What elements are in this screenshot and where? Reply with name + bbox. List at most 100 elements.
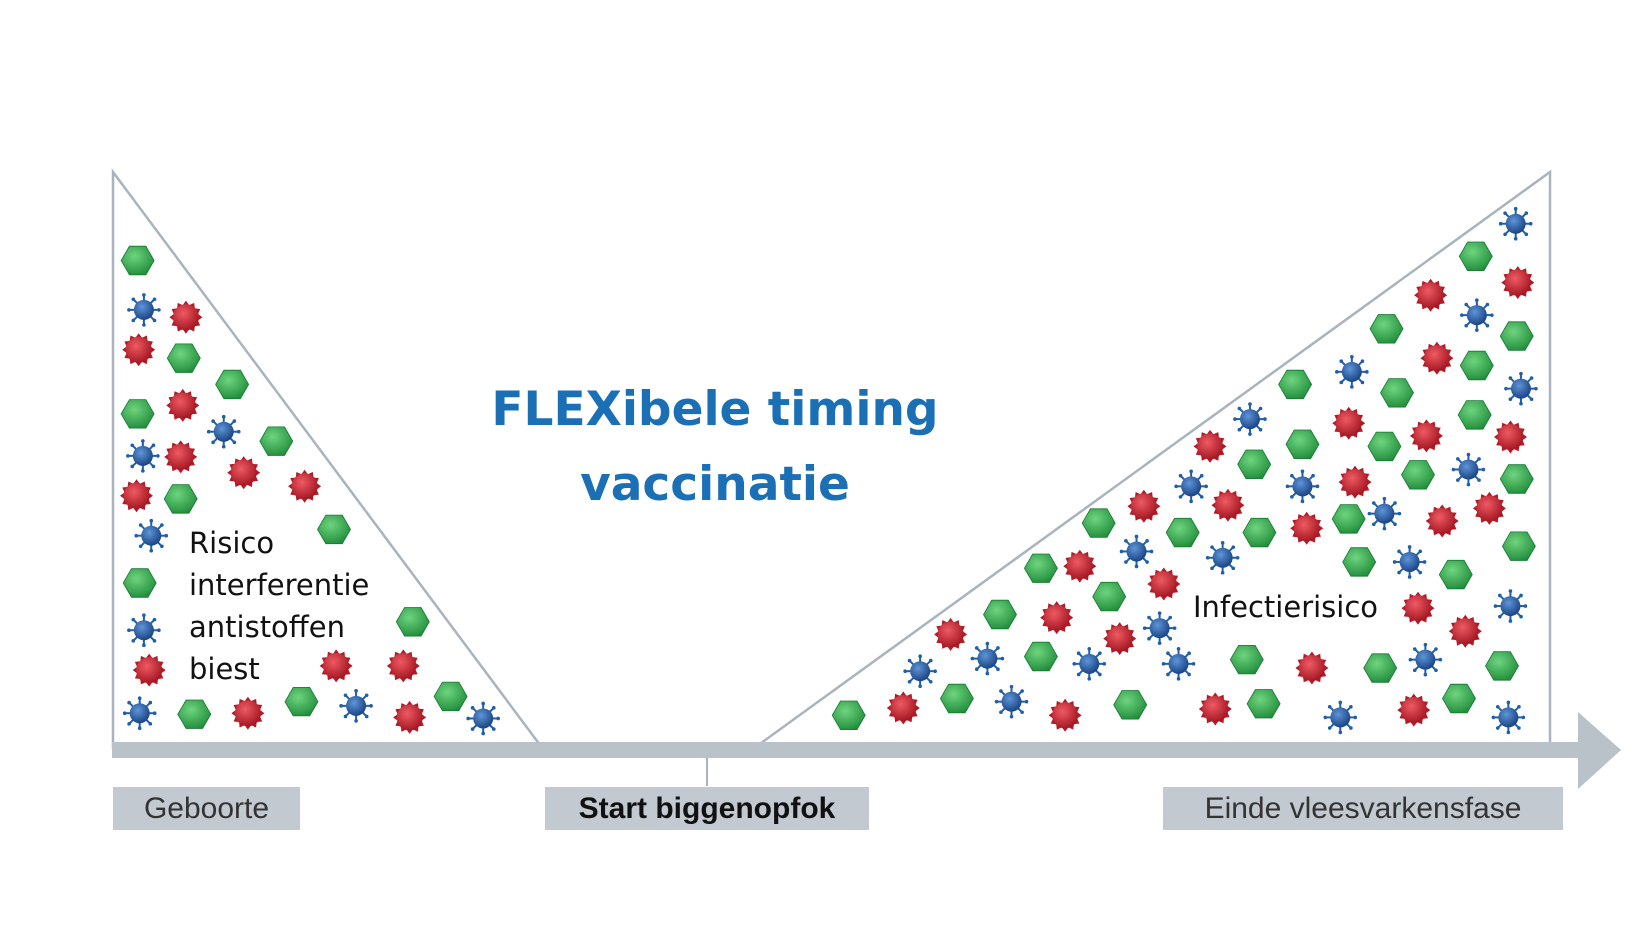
red-spiky-icon [393, 700, 427, 734]
green-hexagon-icon [1285, 429, 1320, 460]
blue-virus-icon [466, 701, 500, 736]
green-hexagon-icon [1442, 683, 1476, 714]
blue-virus-icon [1233, 402, 1267, 436]
red-spiky-icon [164, 440, 198, 474]
timeline-arrowhead [1578, 712, 1621, 789]
red-spiky-icon [1211, 488, 1245, 522]
blue-virus-icon [127, 293, 161, 327]
green-hexagon-icon [259, 426, 294, 456]
red-spiky-icon [288, 469, 322, 503]
red-spiky-icon [1332, 406, 1366, 440]
blue-virus-icon [126, 439, 160, 473]
red-spiky-icon [231, 696, 265, 730]
green-hexagon-icon [1229, 645, 1264, 675]
red-spiky-icon [1147, 567, 1181, 601]
green-hexagon-icon [1380, 378, 1414, 408]
blue-virus-icon [1323, 700, 1358, 735]
blue-virus-icon [206, 414, 241, 449]
green-hexagon-icon [1246, 689, 1281, 719]
green-hexagon-icon [1023, 553, 1058, 583]
blue-virus-icon [994, 684, 1029, 719]
green-hexagon-icon [1363, 653, 1398, 683]
blue-virus-icon [1161, 647, 1196, 681]
red-spiky-icon [1040, 601, 1074, 635]
blue-virus-icon [1072, 647, 1107, 681]
red-spiky-icon [1290, 511, 1324, 545]
blue-virus-icon [134, 518, 169, 553]
green-hexagon-icon [166, 343, 201, 373]
green-hexagon-icon [1242, 517, 1277, 548]
risk-label-line-3: antistoffen [189, 610, 346, 644]
green-hexagon-icon [1237, 449, 1272, 480]
green-hexagon-icon [939, 683, 974, 714]
red-spiky-icon [1448, 614, 1482, 648]
red-spiky-icon [1338, 465, 1372, 499]
particles-layer [120, 206, 1538, 736]
red-spiky-icon [1501, 266, 1535, 300]
blue-virus-icon [1498, 206, 1533, 241]
red-spiky-icon [1494, 420, 1527, 454]
red-spiky-icon [386, 649, 420, 683]
green-hexagon-icon [395, 607, 430, 637]
green-hexagon-icon [284, 687, 319, 717]
blue-virus-icon [127, 613, 161, 648]
red-spiky-icon [1425, 504, 1459, 538]
title-line-2: vaccinatie [580, 457, 850, 512]
green-hexagon-icon [1499, 464, 1534, 494]
red-spiky-icon [1193, 429, 1227, 463]
green-hexagon-icon [1081, 508, 1116, 538]
red-spiky-icon [1127, 489, 1161, 523]
blue-virus-icon [339, 689, 373, 723]
red-spiky-icon [122, 333, 156, 367]
blue-virus-icon [1451, 452, 1486, 487]
green-hexagon-icon [1485, 651, 1519, 681]
red-spiky-icon [1198, 692, 1232, 726]
blue-virus-icon [903, 654, 937, 688]
infection-risk-label: Infectierisico [1193, 590, 1379, 624]
green-hexagon-icon [1113, 690, 1148, 720]
blue-virus-icon [1491, 700, 1526, 735]
green-hexagon-icon [1165, 517, 1200, 548]
red-spiky-icon [1103, 622, 1137, 656]
red-spiky-icon [319, 649, 353, 683]
blue-virus-icon [1493, 589, 1528, 623]
green-hexagon-icon [831, 700, 866, 730]
red-spiky-icon [1420, 341, 1454, 375]
red-spiky-icon [1295, 651, 1329, 685]
red-spiky-icon [886, 691, 920, 725]
risk-label-line-2: interferentie [189, 568, 370, 602]
red-spiky-icon [1048, 698, 1082, 732]
green-hexagon-icon [1457, 400, 1492, 430]
blue-virus-icon [1408, 642, 1443, 677]
green-hexagon-icon [177, 699, 212, 729]
green-hexagon-icon [120, 245, 155, 276]
green-hexagon-icon [1367, 431, 1402, 462]
red-spiky-icon [132, 653, 166, 687]
green-hexagon-icon [1342, 547, 1377, 577]
risk-label-line-4: biest [189, 652, 260, 686]
green-hexagon-icon [1331, 504, 1366, 534]
green-hexagon-icon [1438, 559, 1473, 590]
green-hexagon-icon [1092, 581, 1127, 612]
green-hexagon-icon [1501, 531, 1536, 561]
blue-virus-icon [1367, 496, 1402, 531]
red-spiky-icon [166, 388, 200, 422]
red-spiky-icon [169, 300, 203, 334]
red-spiky-icon [934, 617, 968, 651]
timeline-label-birth: Geboorte [113, 787, 300, 830]
blue-virus-icon [1119, 534, 1154, 569]
green-hexagon-icon [120, 399, 155, 429]
risk-label-line-1: Risico [189, 526, 275, 560]
green-hexagon-icon [1278, 369, 1313, 400]
red-spiky-icon [1401, 591, 1435, 625]
green-hexagon-icon [163, 484, 198, 514]
green-hexagon-icon [1459, 350, 1494, 381]
green-hexagon-icon [1458, 241, 1493, 272]
green-hexagon-icon [433, 681, 468, 712]
timeline-label-start-nursery: Start biggenopfok [545, 787, 869, 830]
green-hexagon-icon [122, 568, 157, 598]
green-hexagon-icon [215, 369, 250, 400]
antibody-risk-triangle [111, 168, 545, 750]
red-spiky-icon [1414, 278, 1448, 312]
